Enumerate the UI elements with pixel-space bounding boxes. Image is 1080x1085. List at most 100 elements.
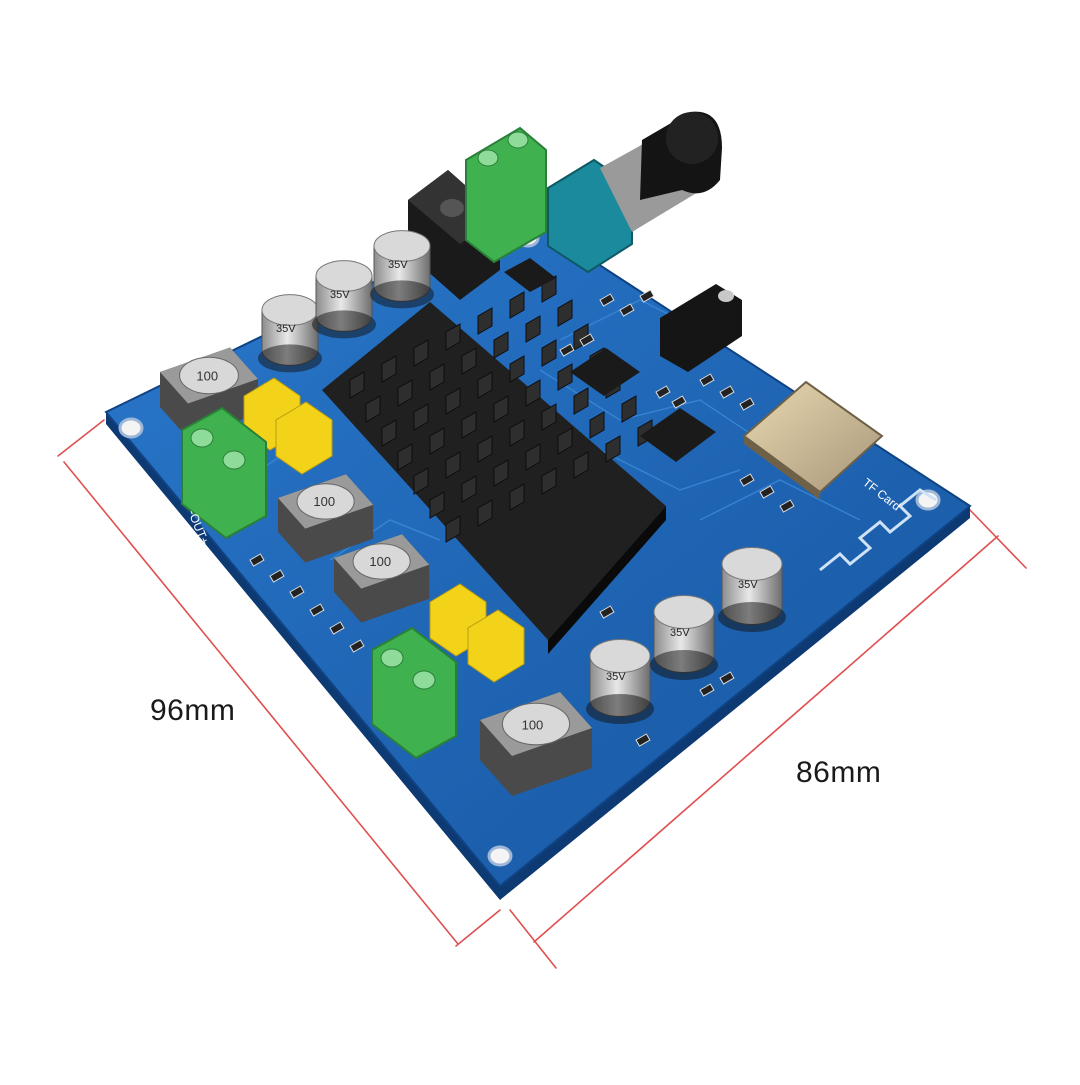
smd-part — [671, 395, 687, 409]
heatsink-fin — [429, 491, 445, 519]
heatsink-fin — [445, 323, 461, 351]
smd-part — [599, 293, 615, 307]
smd-part — [579, 333, 595, 347]
electrolytic-capacitor: 35V — [258, 294, 322, 373]
left-dimension-tick-top — [57, 419, 105, 457]
heatsink-fin — [477, 435, 493, 463]
capacitor-label: 35V — [670, 627, 690, 639]
heatsink-fin — [557, 427, 573, 455]
smd-part — [289, 585, 305, 599]
capacitor-label: 35V — [606, 671, 626, 683]
heatsink-fin — [381, 355, 397, 383]
heatsink-fin — [573, 387, 589, 415]
heatsink-fin — [509, 483, 525, 511]
heatsink-fin — [557, 363, 573, 391]
inductor: 100 — [480, 692, 592, 796]
mounting-hole — [915, 489, 941, 511]
heatsink-fin — [493, 331, 509, 359]
ic-chip — [640, 408, 716, 462]
heatsink-fin — [573, 451, 589, 479]
power-terminal — [465, 126, 547, 264]
smd-part — [619, 303, 635, 317]
smd-part — [599, 605, 615, 619]
smd-part — [779, 499, 795, 513]
film-capacitor — [467, 609, 525, 683]
heatsink-fin — [477, 307, 493, 335]
capacitor-label: 35V — [388, 259, 408, 271]
speaker-terminal — [181, 406, 267, 540]
heatsink-fin — [397, 379, 413, 407]
mounting-holes — [118, 228, 941, 867]
heatsink-fin — [445, 387, 461, 415]
depth-dimension-label: 86mm — [796, 756, 882, 789]
heatsink-fin — [477, 499, 493, 527]
electrolytic-capacitor: 35V — [312, 260, 376, 339]
smd-part — [269, 569, 285, 583]
smd-part — [699, 373, 715, 387]
heatsink-fin — [557, 299, 573, 327]
heatsink-fin — [461, 347, 477, 375]
heatsink-fin — [349, 371, 365, 399]
heatsink-fin — [493, 395, 509, 423]
film-capacitors — [243, 377, 525, 683]
heatsink-fin — [397, 443, 413, 471]
heatsink-fin — [445, 451, 461, 479]
ic-chips — [504, 258, 716, 462]
heatsink-fin — [413, 467, 429, 495]
electrolytic-capacitor: 35V — [370, 230, 434, 309]
volume-potentiometer — [547, 111, 722, 274]
smd-part — [329, 621, 345, 635]
electrolytic-capacitor: 35V — [650, 595, 718, 680]
smd-part — [635, 733, 651, 747]
inductor: 100 — [334, 534, 430, 623]
heatsink-fin — [477, 371, 493, 399]
smd-part — [739, 473, 755, 487]
capacitor-label: 35V — [738, 579, 758, 591]
inductor-label: 100 — [313, 494, 335, 509]
speaker-terminal — [371, 626, 457, 760]
inductors: 100 100 100 100 — [160, 347, 592, 796]
smd-part — [639, 289, 655, 303]
capacitor-label: 35V — [276, 323, 296, 335]
smd-part — [759, 485, 775, 499]
heatsink-fin — [589, 411, 605, 439]
heatsink — [322, 275, 666, 654]
film-capacitor — [275, 401, 333, 475]
ic-chip — [504, 258, 556, 292]
smd-part — [719, 671, 735, 685]
heatsink-fin — [541, 467, 557, 495]
mounting-hole — [487, 845, 513, 867]
inductor: 100 — [278, 474, 374, 563]
heatsink-fin — [525, 315, 541, 343]
smd-part — [249, 553, 265, 567]
heatsink-fin — [413, 403, 429, 431]
electrolytic-capacitor: 35V — [586, 639, 654, 724]
heatsink-fin — [605, 435, 621, 463]
heatsink-fin — [541, 339, 557, 367]
heatsink-fin — [429, 427, 445, 455]
inductor-label: 100 — [196, 368, 218, 383]
heatsink-fin — [413, 339, 429, 367]
inductor-label: 100 — [369, 554, 391, 569]
right-dimension-tick-bottom — [509, 909, 557, 969]
heatsink-fin — [525, 443, 541, 471]
heatsink-fin — [365, 395, 381, 423]
top-capacitors: 35V 35V 35V — [258, 230, 434, 373]
heatsink-fin — [621, 395, 637, 423]
heatsink-fin — [493, 459, 509, 487]
smd-part — [349, 639, 365, 653]
smd-part — [309, 603, 325, 617]
heatsink-fin — [461, 411, 477, 439]
smd-part — [739, 397, 755, 411]
right-dimension-tick-top — [969, 509, 1027, 569]
right-dimension-line — [533, 535, 999, 943]
mounting-hole — [118, 417, 144, 439]
smd-part — [719, 385, 735, 399]
smd-part — [699, 683, 715, 697]
antenna-icon — [819, 488, 937, 572]
heatsink-fin — [429, 363, 445, 391]
heatsink-fin — [509, 291, 525, 319]
capacitor-label: 35V — [330, 289, 350, 301]
